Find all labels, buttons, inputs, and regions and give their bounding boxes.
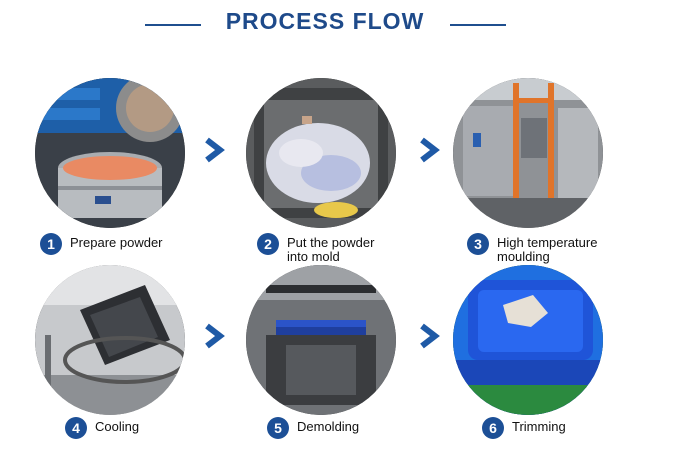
step-number-badge: 6 — [482, 417, 504, 439]
photo-prepare-powder — [35, 78, 185, 228]
step-label: Prepare powder — [70, 235, 163, 250]
step-number-badge: 3 — [467, 233, 489, 255]
step-label: High temperature moulding — [497, 235, 598, 264]
process-step-4: 4 Cooling — [24, 260, 204, 450]
photo-trimming — [453, 265, 603, 415]
step-label: Trimming — [512, 419, 566, 434]
chevron-right-icon — [203, 137, 225, 163]
photo-powder-in-mold — [246, 78, 396, 228]
process-step-5: 5 Demolding — [229, 260, 409, 450]
step-number-badge: 5 — [267, 417, 289, 439]
process-step-2: 2 Put the powder into mold — [229, 76, 409, 266]
step-number-badge: 2 — [257, 233, 279, 255]
step-number-badge: 1 — [40, 233, 62, 255]
title-divider-left — [145, 24, 201, 26]
chevron-right-icon — [203, 323, 225, 349]
chevron-right-icon — [418, 137, 440, 163]
process-step-1: 1 Prepare powder — [24, 76, 204, 266]
process-step-3: 3 High temperature moulding — [440, 76, 620, 266]
page-title: PROCESS FLOW — [225, 8, 425, 34]
process-step-6: 6 Trimming — [440, 260, 620, 450]
step-label: Cooling — [95, 419, 140, 434]
title-divider-right — [450, 24, 506, 26]
photo-demolding — [246, 265, 396, 415]
photo-moulding-machine — [453, 78, 603, 228]
photo-cooling — [35, 265, 185, 415]
step-number-badge: 4 — [65, 417, 87, 439]
chevron-right-icon — [418, 323, 440, 349]
header: PROCESS FLOW — [0, 6, 698, 40]
step-label: Demolding — [297, 419, 360, 434]
step-label: Put the powder into mold — [287, 235, 375, 264]
